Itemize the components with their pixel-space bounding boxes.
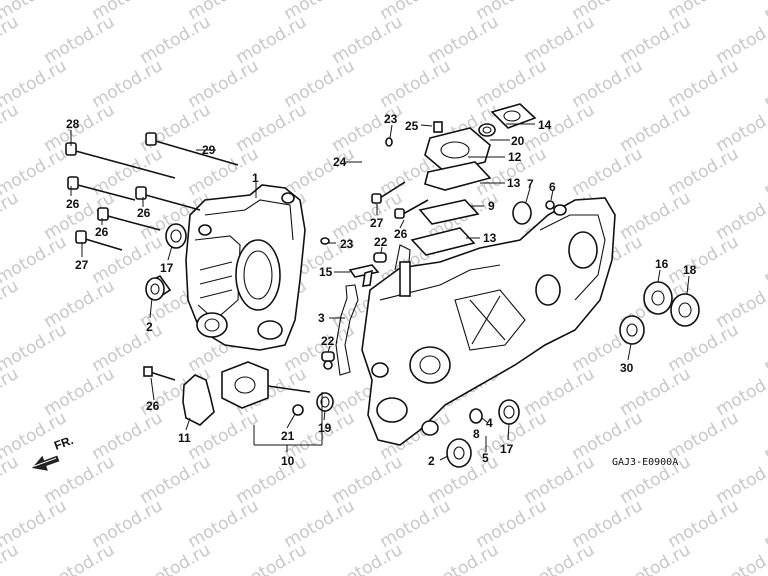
callout-12: 12: [508, 150, 522, 164]
callout-29: 29: [202, 143, 216, 157]
callout-4: 4: [486, 416, 493, 430]
watermark-text: motod.ru: [713, 540, 768, 576]
breather-hose: [320, 137, 393, 245]
watermark-text: motod.ru: [521, 540, 599, 576]
watermark-text: motod.ru: [425, 540, 503, 576]
callout-7: 7: [527, 177, 534, 191]
callout-13: 13: [483, 231, 497, 245]
callout-22: 22: [374, 235, 388, 249]
watermark-text: motod.ru: [713, 452, 768, 508]
right-crankcase: [361, 197, 616, 446]
intake-assembly: [410, 103, 537, 256]
callout-30: 30: [620, 361, 634, 375]
watermark-text: motod.ru: [761, 144, 768, 200]
watermark-text: motod.ru: [41, 540, 119, 576]
watermark-text: motod.ru: [137, 540, 215, 576]
watermark-text: motod.ru: [0, 540, 22, 576]
callout-23: 23: [340, 237, 354, 251]
callout-21: 21: [281, 429, 295, 443]
callout-18: 18: [683, 263, 697, 277]
callout-1: 1: [252, 171, 259, 185]
watermark-text: motod.ru: [233, 540, 311, 576]
callout-17: 17: [160, 261, 174, 275]
callout-2: 2: [428, 454, 435, 468]
watermark-text: motod.ru: [0, 100, 22, 156]
oil-pump: [143, 360, 334, 426]
callout-27: 27: [75, 258, 89, 272]
long-bolts: [65, 132, 239, 251]
callout-16: 16: [655, 257, 669, 271]
callout-13: 13: [507, 176, 521, 190]
intake-bolts: [371, 181, 429, 219]
callout-15: 15: [319, 265, 333, 279]
callout-26: 26: [137, 206, 151, 220]
callout-28: 28: [66, 117, 80, 131]
callout-2: 2: [146, 320, 153, 334]
callout-11: 11: [178, 431, 191, 445]
callout-22: 22: [321, 334, 335, 348]
watermark-text: motod.ru: [0, 364, 22, 420]
left-bearing: [145, 274, 172, 301]
watermark-text: motod.ru: [0, 188, 22, 244]
watermark-text: motod.ru: [761, 56, 768, 112]
watermark-text: motod.ru: [0, 276, 22, 332]
callout-6: 6: [549, 180, 556, 194]
callout-9: 9: [488, 199, 495, 213]
callout-14: 14: [538, 118, 552, 132]
watermark-text: motod.ru: [761, 0, 768, 24]
callout-19: 19: [318, 421, 332, 435]
callout-25: 25: [405, 119, 419, 133]
left-crankcase-cover: [185, 184, 306, 351]
leader-lines: [70, 123, 690, 461]
dowels-gasket: [321, 252, 411, 376]
watermark-text: motod.ru: [0, 12, 22, 68]
callout-24: 24: [333, 155, 347, 169]
callout-3: 3: [318, 311, 325, 325]
watermark-text: motod.ru: [761, 496, 768, 552]
watermark-text: motod.ru: [329, 540, 407, 576]
callout-26: 26: [66, 197, 80, 211]
watermark-text: motod.ru: [761, 320, 768, 376]
watermark-text: motod.ru: [713, 100, 768, 156]
callout-23: 23: [384, 112, 398, 126]
watermark-text: motod.ru: [0, 452, 22, 508]
watermark-text: motod.ru: [713, 364, 768, 420]
watermark-text: motod.ru: [713, 188, 768, 244]
callout-8: 8: [473, 427, 480, 441]
watermark-text: motod.ru: [713, 276, 768, 332]
left-oil-seal: [165, 223, 187, 249]
diagram-code: GAJ3-E0900A: [612, 457, 678, 468]
watermark-text: motod.ru: [713, 12, 768, 68]
callout-10: 10: [281, 454, 295, 468]
callout-17: 17: [500, 442, 514, 456]
watermark-text: motod.ru: [617, 540, 695, 576]
watermark-text: motod.ru: [761, 232, 768, 288]
callout-27: 27: [370, 216, 384, 230]
front-arrow-icon: [32, 455, 60, 471]
callout-26: 26: [146, 399, 160, 413]
callout-26: 26: [394, 227, 408, 241]
right-bearings: [446, 200, 700, 468]
callout-labels: 28 29 26 26 26 27 1 17 2 23 24 27 23 26 …: [66, 112, 697, 468]
callout-20: 20: [511, 134, 525, 148]
watermark-text: motod.ru: [761, 408, 768, 464]
front-direction-label: FR.: [52, 433, 75, 453]
callout-26: 26: [95, 225, 109, 239]
callout-5: 5: [482, 451, 489, 465]
